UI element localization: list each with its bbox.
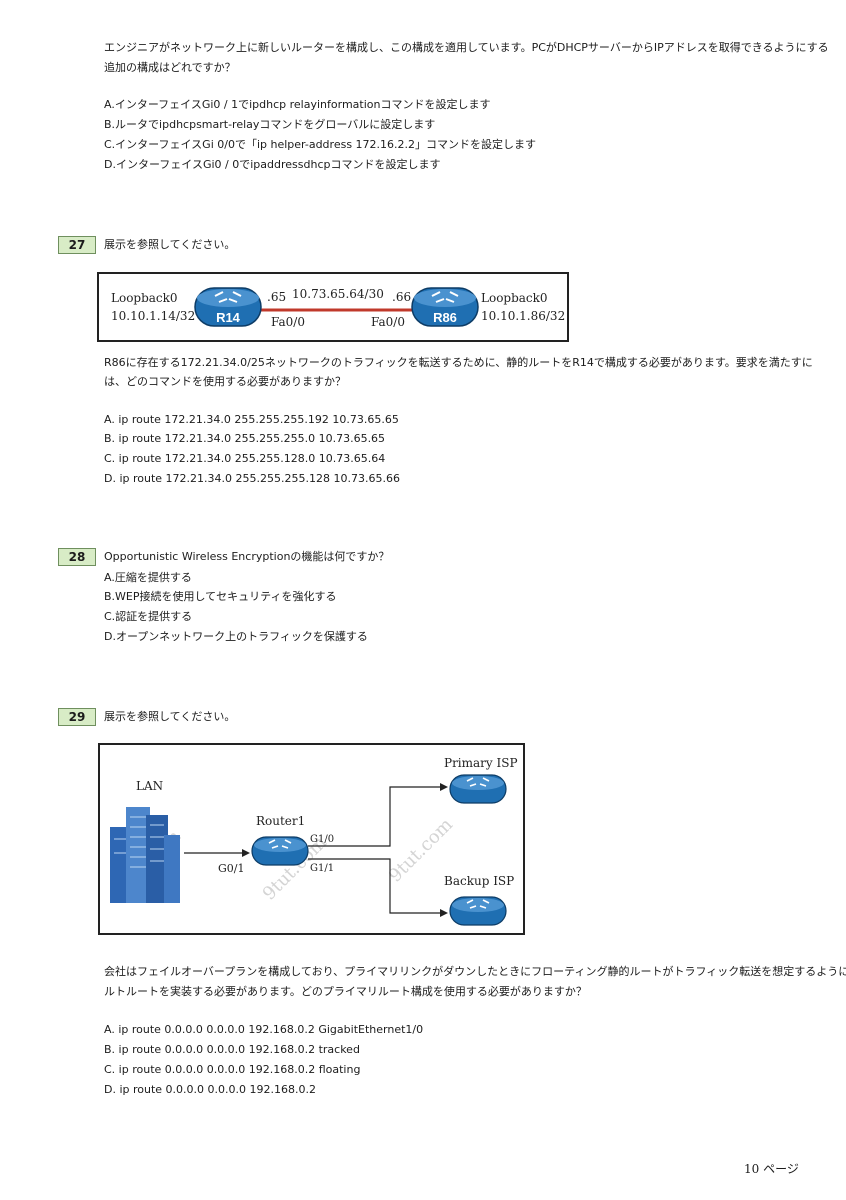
- backup-isp-router-icon: [449, 896, 507, 926]
- q29-option-c: C. ip route 0.0.0.0 0.0.0.0 192.168.0.2 …: [104, 1063, 361, 1076]
- q28-option-a: A.圧縮を提供する: [104, 571, 192, 584]
- q26-stem-line1: エンジニアがネットワーク上に新しいルーターを構成し、この構成を適用しています。P…: [104, 41, 829, 54]
- primary-link: [308, 786, 440, 847]
- q27-exhibit: R14 R86 Loopback0 10.10.1.14/32 .65 Fa0/…: [97, 272, 569, 342]
- q27-topology: R14 R86 Loopback0 10.10.1.14/32 .65 Fa0/…: [111, 287, 565, 329]
- q26-option-c: C.インターフェイスGi 0/0で「ip helper-address 172.…: [104, 138, 537, 151]
- q27-option-a: A. ip route 172.21.34.0 255.255.255.192 …: [104, 413, 399, 426]
- g1-0-label: G1/0: [310, 834, 334, 845]
- primary-isp-router-icon: [449, 774, 507, 804]
- q29-stem-line1: 会社はフェイルオーバープランを構成しており、プライマリリンクがダウンしたときにフ…: [104, 965, 846, 978]
- router-r86-label: R86: [433, 310, 457, 325]
- q27-option-d: D. ip route 172.21.34.0 255.255.255.128 …: [104, 472, 400, 485]
- backup-isp-label: Backup ISP: [444, 874, 514, 888]
- right-loopback-ip: 10.10.1.86/32: [481, 309, 565, 323]
- lan-arrow-icon: [242, 849, 250, 857]
- q28-number-badge: 28: [58, 548, 96, 566]
- q29-option-d: D. ip route 0.0.0.0 0.0.0.0 192.168.0.2: [104, 1083, 316, 1096]
- q28-option-c: C.認証を提供する: [104, 610, 193, 623]
- q26-option-d: D.インターフェイスGi0 / 0でipaddressdhcpコマンドを設定しま…: [104, 158, 441, 171]
- router-r14-label: R14: [216, 310, 241, 325]
- q27-stem-line2: は、どのコマンドを使用する必要がありますか？: [104, 375, 346, 388]
- link-network: 10.73.65.64/30: [292, 287, 384, 301]
- q27-option-b: B. ip route 172.21.34.0 255.255.255.0 10…: [104, 432, 386, 445]
- q29-stem-line2: ルトルートを実装する必要があります。どのプライマリルート構成を使用する必要があり…: [104, 985, 587, 998]
- q26-option-b: B.ルータでipdhcpsmart-relayコマンドをグローバルに設定します: [104, 118, 436, 131]
- router1-icon: [251, 836, 309, 866]
- q29-exhibit: 9tut.com 9tut.com 9tut.com LAN G0/1 R: [98, 743, 525, 935]
- q29-title: 展示を参照してください。: [104, 710, 236, 723]
- g1-1-label: G1/1: [310, 863, 334, 874]
- backup-link: [308, 858, 440, 914]
- page-number: 10 ページ: [744, 1162, 799, 1176]
- q27-title: 展示を参照してください。: [104, 238, 236, 251]
- right-interface: Fa0/0: [371, 315, 405, 329]
- left-loopback-ip: 10.10.1.14/32: [111, 309, 195, 323]
- q28-title: Opportunistic Wireless Encryptionの機能は何です…: [104, 550, 390, 563]
- backup-arrow-icon: [440, 909, 448, 917]
- primary-isp-label: Primary ISP: [444, 756, 518, 770]
- primary-arrow-icon: [440, 783, 448, 791]
- right-loopback-label: Loopback0: [481, 291, 548, 305]
- q26-option-a: A.インターフェイスGi0 / 1でipdhcp relayinformatio…: [104, 98, 491, 111]
- q29-topology: 9tut.com 9tut.com 9tut.com LAN G0/1 R: [110, 756, 518, 926]
- q28-option-b: B.WEP接続を使用してセキュリティを強化する: [104, 590, 337, 603]
- q27-number-badge: 27: [58, 236, 96, 254]
- q26-stem-line2: 追加の構成はどれですか？: [104, 61, 236, 74]
- q27-option-c: C. ip route 172.21.34.0 255.255.128.0 10…: [104, 452, 386, 465]
- q29-option-a: A. ip route 0.0.0.0 0.0.0.0 192.168.0.2 …: [104, 1023, 424, 1036]
- q28-option-d: D.オープンネットワーク上のトラフィックを保護する: [104, 630, 368, 643]
- router1-label: Router1: [256, 814, 305, 828]
- router-r86-icon: R86: [411, 287, 479, 327]
- lan-label: LAN: [136, 779, 163, 793]
- right-octet: .66: [392, 290, 411, 304]
- q29-option-b: B. ip route 0.0.0.0 0.0.0.0 192.168.0.2 …: [104, 1043, 360, 1056]
- g0-1-label: G0/1: [218, 862, 245, 875]
- router-r14-icon: R14: [194, 287, 262, 327]
- left-loopback-label: Loopback0: [111, 291, 178, 305]
- left-interface: Fa0/0: [271, 315, 305, 329]
- q29-number-badge: 29: [58, 708, 96, 726]
- left-octet: .65: [267, 290, 286, 304]
- q27-stem-line1: R86に存在する172.21.34.0/25ネットワークのトラフィックを転送する…: [104, 356, 813, 369]
- lan-building-icon: [110, 807, 180, 903]
